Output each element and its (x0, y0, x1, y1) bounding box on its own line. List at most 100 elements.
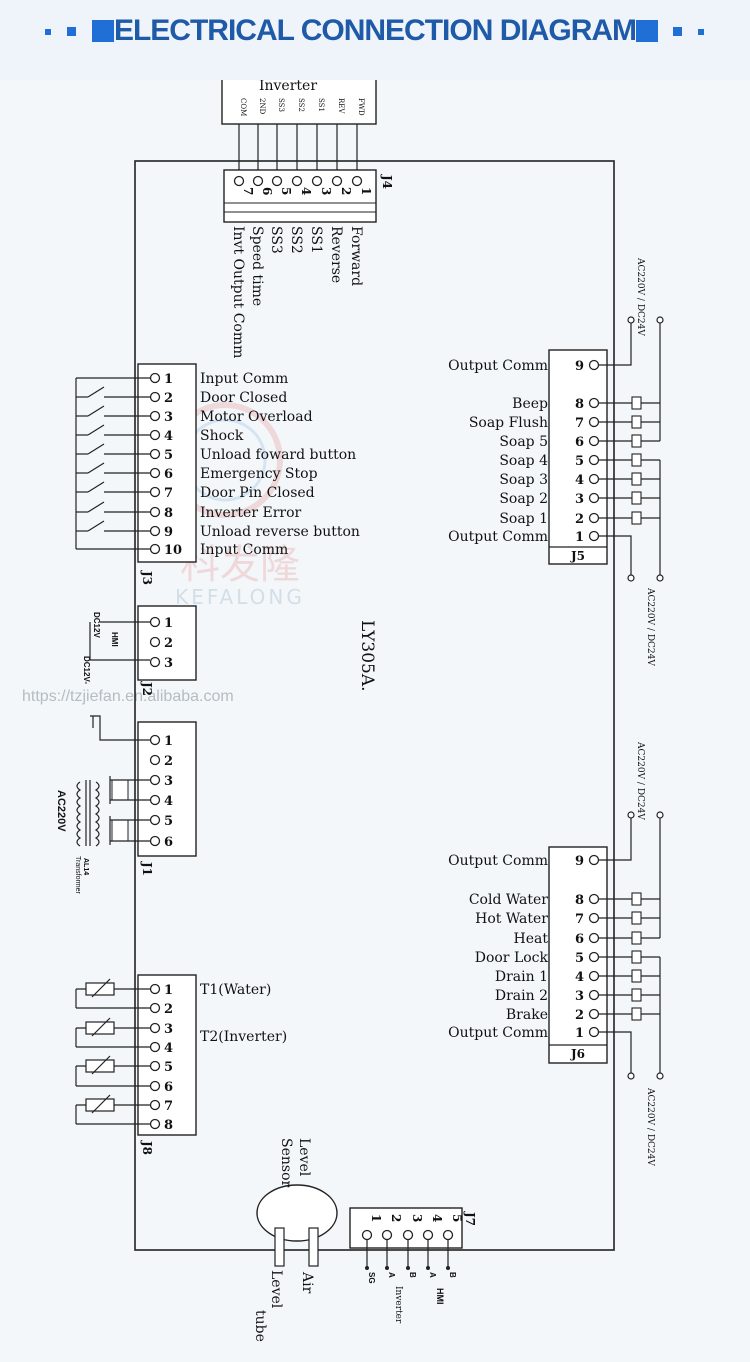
j1-terminal-0 (149, 734, 161, 746)
header-dot-right-2 (698, 29, 704, 35)
j5-load-7 (631, 511, 642, 525)
j2-dc12v-label: DC12V (92, 612, 101, 638)
header-dot-left-2 (67, 27, 76, 36)
j3-pin-number-6: 7 (164, 486, 173, 501)
j2-terminal-2 (149, 656, 161, 668)
j3-switch-blade-5 (87, 462, 105, 474)
j5-terminal-1 (588, 397, 600, 409)
j6-label-2: Hot Water (475, 911, 548, 927)
j4-label-3: SS2 (288, 226, 304, 254)
j5-terminal-7 (588, 512, 600, 524)
j4-pin-number-4: 3 (319, 187, 333, 195)
j1-transformer-label: AL14 (82, 858, 89, 875)
j5-label-5: Soap 3 (499, 472, 548, 488)
j3-label-5: Emergency Stop (200, 466, 318, 482)
j6-load-6 (631, 988, 642, 1002)
j3-label-7: Inverter Error (200, 505, 302, 521)
j6-comm-bottom-end (627, 1072, 635, 1080)
j8-connector-label: J8 (140, 1140, 154, 1155)
j2-pin-number-2: 3 (164, 656, 173, 671)
inverter-pin-0: COM (239, 98, 247, 116)
j2-terminal-1 (149, 636, 161, 648)
j4-terminal-1 (252, 175, 264, 187)
header-square-right (636, 20, 658, 42)
j7-terminal-2 (402, 1229, 414, 1241)
header-dot-left-1 (45, 29, 51, 35)
j5-pin-number-8: 1 (575, 530, 584, 545)
j1-pin-number-3: 4 (164, 794, 173, 809)
j3-terminal-8 (149, 525, 161, 537)
j4-pin-number-2: 5 (279, 187, 293, 195)
j6-pin-number-4: 5 (575, 951, 584, 966)
j6-label-7: Brake (506, 1007, 548, 1023)
watermark-url: https://tzjiefan.en.alibaba.com (22, 688, 234, 705)
j3-terminal-1 (149, 391, 161, 403)
j6-load-2 (631, 911, 642, 925)
j3-switch-blade-4 (87, 443, 105, 455)
j2-terminal-0 (149, 616, 161, 628)
thermistor-arrow-0 (91, 978, 111, 998)
j7-hmi-label: HMI (435, 1288, 445, 1305)
j1-connector-label: J1 (140, 861, 154, 876)
j3-label-9: Input Comm (200, 542, 288, 558)
j5-pin-number-2: 7 (575, 416, 584, 431)
j4-connector-label: J4 (380, 174, 394, 189)
j1-terminal-3 (149, 794, 161, 806)
j3-label-1: Door Closed (200, 390, 287, 406)
j7-signal-0: SG (367, 1272, 376, 1284)
j2-dc12v-minus-label: DC12V- (82, 656, 91, 684)
j7-connector (349, 1207, 463, 1249)
j6-pin-number-2: 7 (575, 912, 584, 927)
j7-inverter-label: Inverter (393, 1286, 403, 1324)
j7-terminal-4 (442, 1229, 454, 1241)
j6-label-5: Drain 1 (495, 969, 548, 985)
j2-pin-number-1: 2 (164, 636, 173, 651)
j2-connector (137, 605, 197, 681)
j6-connector-label: J6 (570, 1047, 585, 1061)
j4-pin-number-5: 2 (339, 187, 353, 195)
j6-load-3 (631, 931, 642, 945)
j3-pin-number-9: 10 (164, 543, 182, 558)
level-tube (274, 1227, 285, 1267)
j8-pin-number-1: 2 (164, 1002, 173, 1017)
j3-label-6: Door Pin Closed (200, 485, 315, 501)
j4-terminal-4 (311, 175, 323, 187)
j6-terminal-4 (588, 951, 600, 963)
thermistor-arrow-2 (91, 1055, 111, 1075)
j7-signal-2: B (408, 1272, 417, 1278)
j5-load-2 (631, 415, 642, 429)
j6-pin-number-3: 6 (575, 932, 584, 947)
j6-label-3: Heat (514, 931, 549, 947)
j5-label-1: Beep (512, 396, 548, 412)
j5-comm-bottom-wire (599, 535, 632, 578)
controller-board (134, 160, 615, 1251)
j4-label-0: Invt Output Comm (230, 226, 246, 358)
header-square-left (92, 20, 114, 42)
j8-connector (137, 974, 197, 1136)
j6-rail-bottom-end (656, 1072, 664, 1080)
j4-terminal-0 (233, 175, 245, 187)
j3-pin-number-8: 9 (164, 525, 173, 540)
j8-pin-number-7: 8 (164, 1118, 173, 1133)
air-tube (308, 1227, 319, 1267)
j6-supply-top: AC220V / DC24V (635, 741, 645, 820)
j3-switch-blade-2 (87, 405, 105, 417)
j3-terminal-0 (149, 372, 161, 384)
j5-terminal-2 (588, 416, 600, 428)
inverter-pin-2: SS3 (277, 98, 285, 112)
j6-label-8: Output Comm (448, 1025, 548, 1041)
inverter-pin-4: SS1 (317, 98, 325, 112)
j2-connector-label: J2 (140, 681, 154, 696)
j5-pin-number-5: 4 (575, 473, 584, 488)
j6-rail-top-end (656, 811, 664, 819)
j5-pin-number-0: 9 (575, 359, 584, 374)
j3-switch-blade-6 (87, 481, 105, 493)
j5-terminal-4 (588, 454, 600, 466)
j8-terminal-7 (149, 1118, 161, 1130)
j4-terminal-2 (271, 175, 283, 187)
j7-signal-3: A (428, 1272, 437, 1278)
j4-terminal-6 (351, 175, 363, 187)
j5-load-4 (631, 453, 642, 467)
j5-pin-number-3: 6 (575, 435, 584, 450)
j5-pin-number-6: 3 (575, 492, 584, 507)
